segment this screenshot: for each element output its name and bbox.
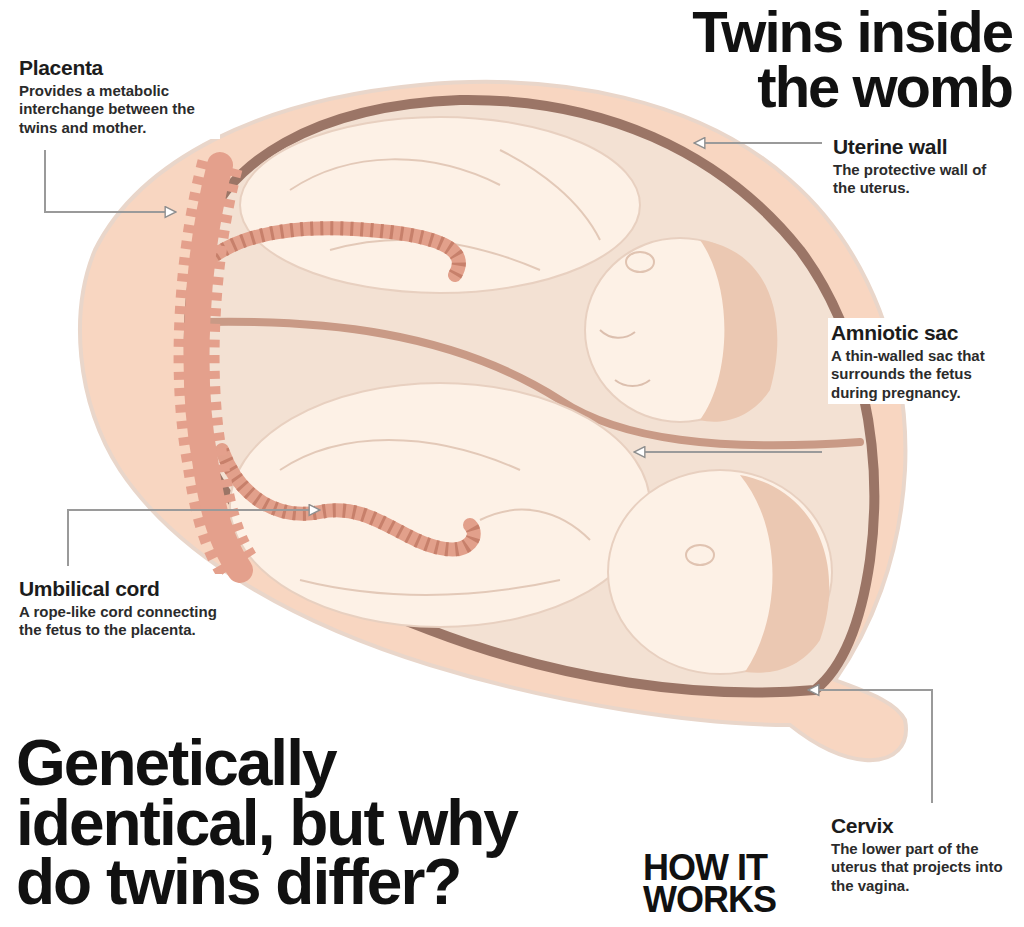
fetus-limb (280, 440, 520, 470)
part-description: A thin-walled sac that surrounds the fet… (831, 347, 1013, 402)
cord-braid (222, 450, 474, 549)
part-name: Uterine wall (833, 134, 1009, 159)
fetus-mouth (615, 380, 650, 386)
leader-line (634, 451, 822, 453)
fetus-limb (300, 580, 560, 595)
callout: PlacentaProvides a metabolic interchange… (16, 53, 220, 139)
leader-line (808, 690, 932, 803)
caption-box: Genetically identical, but why do twins … (16, 734, 576, 913)
cord-braid (215, 228, 459, 275)
title-box: Twins inside the womb (652, 4, 1012, 114)
umbilical-cord (215, 228, 459, 275)
callout: Uterine wallThe protective wall of the u… (830, 132, 1012, 200)
fetus-ear (686, 545, 714, 565)
part-description: Provides a metabolic interchange between… (19, 82, 217, 137)
fetus-limb (290, 159, 500, 190)
part-name: Umbilical cord (19, 576, 219, 601)
fetus-head (608, 470, 832, 674)
part-name: Amniotic sac (831, 320, 1013, 345)
fetus-hand (480, 510, 590, 540)
callout: Umbilical cordA rope-like cord connectin… (16, 574, 222, 642)
fetus-eye (600, 330, 635, 338)
part-description: A rope-like cord connecting the fetus to… (19, 603, 219, 640)
leader-line (45, 150, 176, 212)
leader-line (694, 142, 822, 144)
callout: CervixThe lower part of the uterus that … (828, 811, 1016, 897)
umbilical-cord (222, 450, 474, 549)
part-description: The protective wall of the uterus. (833, 161, 1009, 198)
callout: HOW IT WORKS (640, 850, 790, 919)
logo-text: HOW IT WORKS (643, 852, 787, 917)
fetus-hair (700, 240, 777, 422)
title: Twins inside the womb (652, 4, 1012, 114)
part-name: Cervix (831, 813, 1013, 838)
headline: Genetically identical, but why do twins … (16, 734, 576, 913)
uterine-wall (80, 82, 906, 760)
fetus-body (230, 383, 650, 627)
fetus-ear (626, 252, 654, 272)
part-description: The lower part of the uterus that projec… (831, 840, 1013, 895)
fetus-hair (740, 475, 829, 673)
part-name: Placenta (19, 55, 217, 80)
fetus-body (240, 117, 640, 293)
leader-line (68, 510, 320, 566)
uterine-cavity (189, 100, 875, 693)
fetus-limb (500, 150, 600, 240)
callout: Amniotic sacA thin-walled sac that surro… (828, 318, 1016, 404)
